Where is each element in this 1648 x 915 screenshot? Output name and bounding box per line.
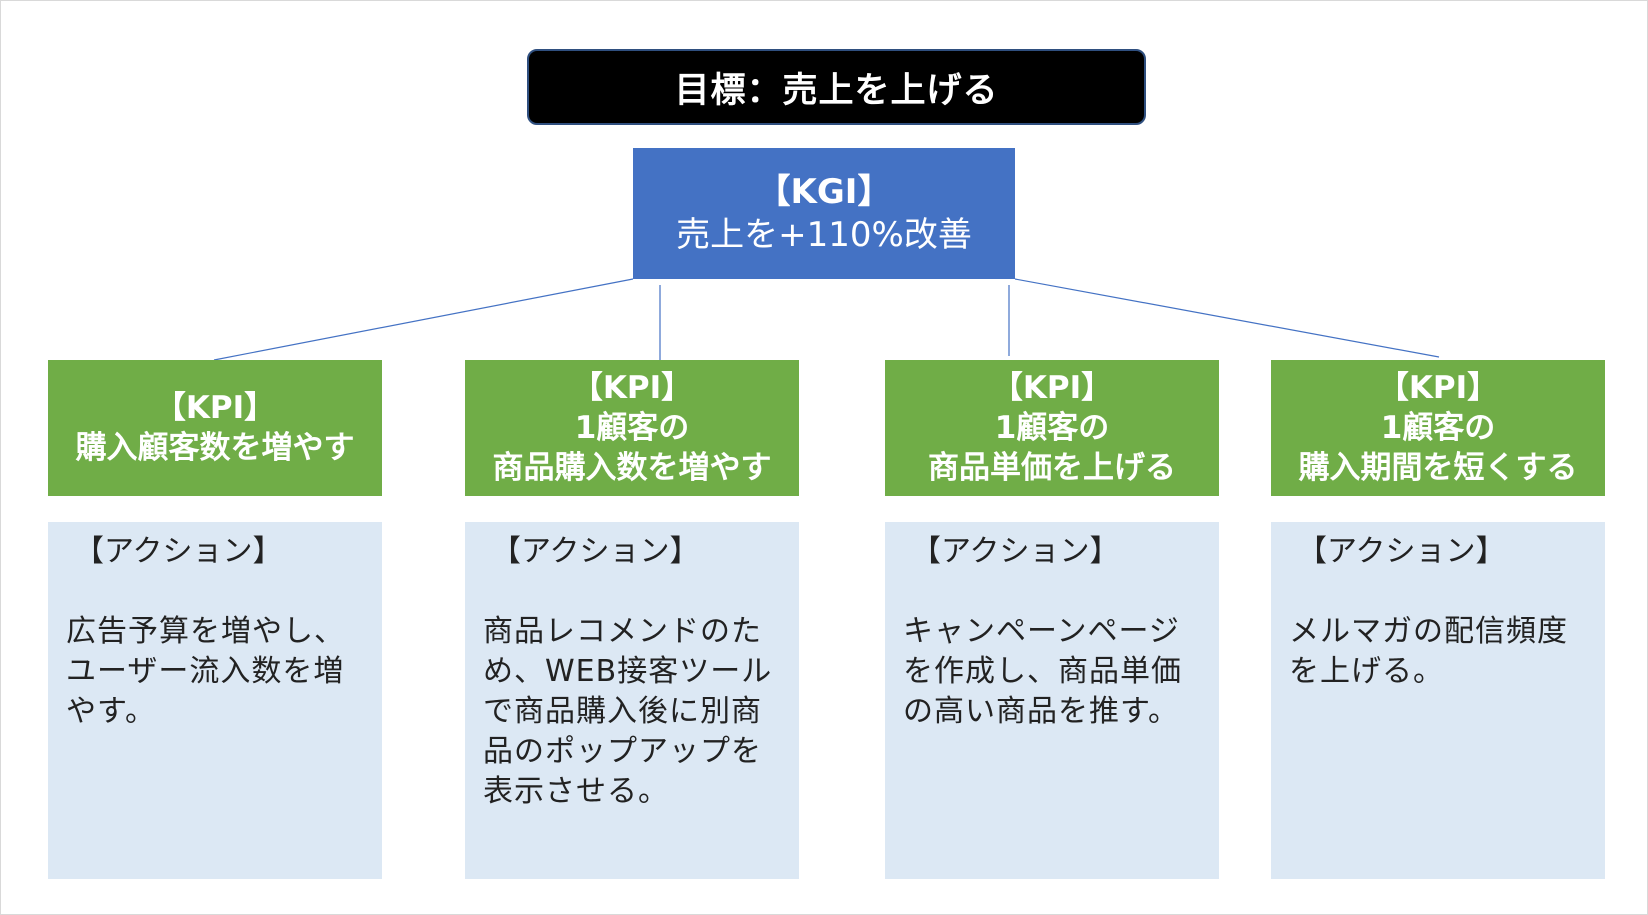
kpi-text-line: 1顧客の: [994, 410, 1110, 446]
action-box-3: 【アクション】 キャンペーンページを作成し、商品単価の高い商品を推す。: [885, 522, 1219, 879]
goal-box: 目標：売上を上げる: [527, 49, 1146, 125]
action-text: メルマガの配信頻度を上げる。: [1289, 614, 1568, 689]
kpi-text-line: 購入顧客数を増やす: [75, 430, 355, 466]
kgi-box: 【KGI】 売上を+110%改善: [633, 148, 1015, 279]
kpi-label: 【KPI】: [154, 390, 276, 426]
action-text: 広告予算を増やし、ユーザー流入数を増やす。: [66, 614, 345, 729]
kpi-box-2: 【KPI】 1顧客の 商品購入数を増やす: [465, 360, 799, 496]
kpi-text-line: 商品単価を上げる: [928, 450, 1176, 486]
kpi-text-line: 1顧客の: [1380, 410, 1496, 446]
goal-label: 目標：売上を上げる: [674, 70, 999, 111]
kgi-value: 売上を+110%改善: [676, 214, 972, 255]
action-box-2: 【アクション】 商品レコメンドのため、WEB接客ツールで商品購入後に別商品のポッ…: [465, 522, 799, 879]
kpi-label: 【KPI】: [1377, 370, 1499, 406]
kpi-text-line: 1顧客の: [574, 410, 690, 446]
action-text: キャンペーンページを作成し、商品単価の高い商品を推す。: [903, 614, 1182, 729]
kgi-label: 【KGI】: [756, 171, 892, 212]
action-text: 商品レコメンドのため、WEB接客ツールで商品購入後に別商品のポップアップを表示さ…: [483, 614, 773, 809]
kpi-box-4: 【KPI】 1顧客の 購入期間を短くする: [1271, 360, 1605, 496]
kpi-box-1: 【KPI】 購入顧客数を増やす: [48, 360, 382, 496]
kpi-text-line: 商品購入数を増やす: [492, 450, 772, 486]
kpi-label: 【KPI】: [991, 370, 1113, 406]
kpi-text-line: 購入期間を短くする: [1298, 450, 1578, 486]
kpi-label: 【KPI】: [571, 370, 693, 406]
action-box-4: 【アクション】 メルマガの配信頻度を上げる。: [1271, 522, 1605, 879]
action-box-1: 【アクション】 広告予算を増やし、ユーザー流入数を増やす。: [48, 522, 382, 879]
action-title: 【アクション】: [74, 534, 283, 569]
connector-kgi-kpi-1: [213, 278, 634, 361]
action-title: 【アクション】: [911, 534, 1120, 569]
kpi-box-3: 【KPI】 1顧客の 商品単価を上げる: [885, 360, 1219, 496]
action-title: 【アクション】: [1297, 534, 1506, 569]
connector-kgi-kpi-4: [1014, 278, 1440, 358]
action-title: 【アクション】: [491, 534, 700, 569]
